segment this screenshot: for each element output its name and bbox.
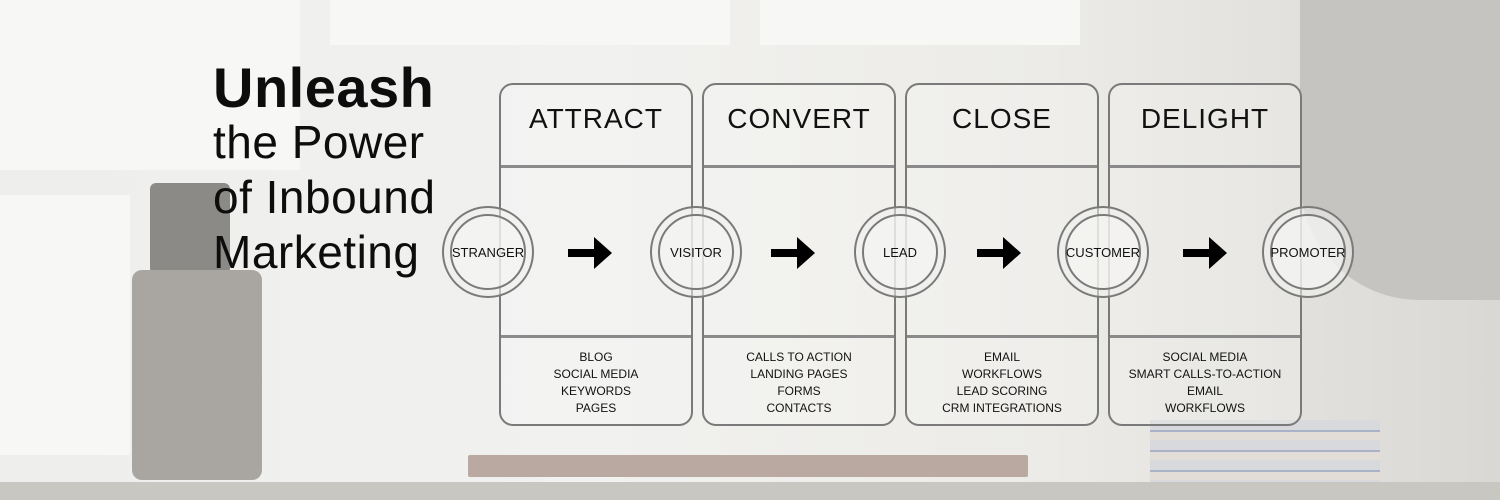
stage-title: CLOSE [952,103,1052,134]
list-item: FORMS [777,384,821,398]
stage-tools-list: BLOG SOCIAL MEDIA KEYWORDS PAGES [501,349,691,417]
list-item: CRM INTEGRATIONS [942,401,1062,415]
list-item: SMART CALLS-TO-ACTION [1128,367,1282,381]
list-item: SOCIAL MEDIA [1162,350,1248,364]
list-item: BLOG [579,350,613,364]
right-arrow-icon [1183,237,1227,269]
persona-promoter: PROMOTER [1262,206,1354,298]
list-item: LEAD SCORING [956,384,1048,398]
headline: Unleash the Power of Inbound Marketing [213,60,435,280]
persona-label: PROMOTER [1270,214,1346,290]
stage-title: DELIGHT [1140,103,1270,134]
stage-tools-list: CALLS TO ACTION LANDING PAGES FORMS CONT… [704,349,894,417]
list-item: WORKFLOWS [962,367,1042,381]
persona-visitor: VISITOR [650,206,742,298]
list-item: LANDING PAGES [750,367,848,381]
persona-customer: CUSTOMER [1057,206,1149,298]
list-item: SOCIAL MEDIA [553,367,639,381]
persona-lead: LEAD [854,206,946,298]
list-item: KEYWORDS [560,384,631,398]
stage-tools-list: SOCIAL MEDIA SMART CALLS-TO-ACTION EMAIL… [1110,349,1300,417]
persona-label: CUSTOMER [1065,214,1141,290]
list-item: EMAIL [983,350,1020,364]
stage-tools-list: EMAIL WORKFLOWS LEAD SCORING CRM INTEGRA… [907,349,1097,417]
stage-title: ATTRACT [528,103,664,134]
headline-line-3: of Inbound [213,171,436,223]
right-arrow-icon [977,237,1021,269]
persona-label: LEAD [862,214,938,290]
list-item: CALLS TO ACTION [746,350,852,364]
headline-line-2: the Power [213,116,425,168]
headline-line-1: Unleash [213,56,435,119]
list-item: CONTACTS [766,401,832,415]
persona-stranger: STRANGER [442,206,534,298]
list-item: WORKFLOWS [1165,401,1245,415]
right-arrow-icon [568,237,612,269]
headline-line-4: Marketing [213,226,420,278]
persona-label: VISITOR [658,214,734,290]
stage-title: CONVERT [727,103,871,134]
list-item: EMAIL [1186,384,1223,398]
persona-label: STRANGER [450,214,526,290]
list-item: PAGES [575,401,617,415]
right-arrow-icon [771,237,815,269]
